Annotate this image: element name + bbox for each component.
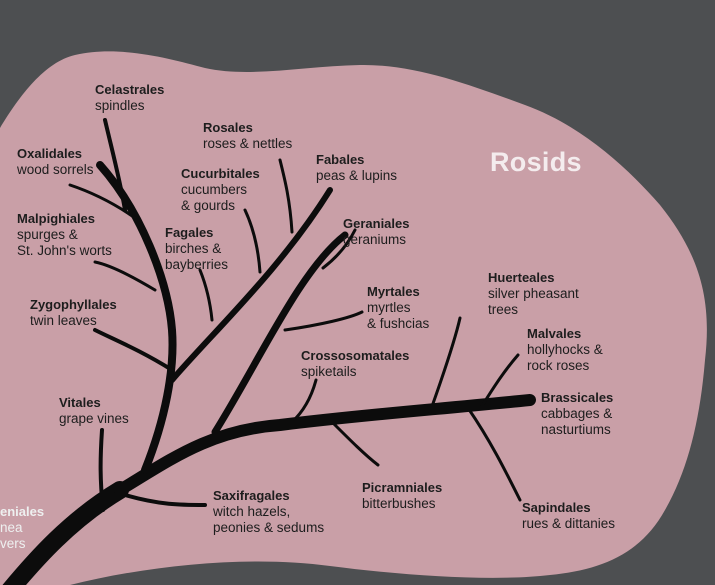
order-label-rosales: Rosales roses & nettles <box>203 120 292 152</box>
order-name: Brassicales <box>541 390 614 405</box>
order-name: Saxifragales <box>213 488 290 503</box>
order-common: cucumbers & gourds <box>181 182 248 213</box>
order-name: Huerteales <box>488 270 555 285</box>
order-common: spurges & St. John's worts <box>17 227 112 258</box>
sapindales-branch <box>466 406 522 502</box>
order-name: Zygophyllales <box>30 297 117 312</box>
order-common: spiketails <box>301 364 357 379</box>
order-name: Sapindales <box>522 500 591 515</box>
malvales-branch <box>480 353 520 408</box>
order-label-partial-left-edge: eniales nea vers <box>0 504 44 552</box>
order-label-oxalidales: Oxalidales wood sorrels <box>17 146 94 178</box>
order-name: Malpighiales <box>17 211 96 226</box>
order-common: witch hazels, peonies & sedums <box>213 504 325 535</box>
celastrales-branch <box>103 118 127 212</box>
order-common: grape vines <box>59 411 129 426</box>
order-label-zygophyllales: Zygophyllales twin leaves <box>30 297 117 329</box>
order-common: geraniums <box>343 232 407 247</box>
order-common: myrtles & fushcias <box>367 300 430 331</box>
order-name: Cucurbitales <box>181 166 260 181</box>
picramniales-branch <box>330 420 380 467</box>
order-common: hollyhocks & rock roses <box>527 342 603 373</box>
order-label-cucurbitales: Cucurbitales cucumbers & gourds <box>181 166 260 214</box>
geraniales-branch <box>321 228 357 270</box>
order-label-crossosomatales: Crossosomatales spiketails <box>301 348 409 380</box>
fagales-branch <box>198 268 214 322</box>
order-common: nea vers <box>0 520 26 551</box>
order-name: eniales <box>0 504 45 519</box>
order-label-brassicales: Brassicales cabbages & nasturtiums <box>541 390 613 438</box>
order-name: Rosales <box>203 120 253 135</box>
order-label-malpighiales: Malpighiales spurges & St. John's worts <box>17 211 112 259</box>
crossosomatales-branch <box>290 378 318 424</box>
rosid-stem-branch <box>96 161 177 474</box>
order-common: spindles <box>95 98 145 113</box>
order-name: Crossosomatales <box>301 348 410 363</box>
order-name: Oxalidales <box>17 146 83 161</box>
order-label-celastrales: Celastrales spindles <box>95 82 164 114</box>
order-name: Fagales <box>165 225 214 240</box>
order-name: Myrtales <box>367 284 420 299</box>
order-common: twin leaves <box>30 313 97 328</box>
order-common: wood sorrels <box>17 162 94 177</box>
order-common: rues & dittanies <box>522 516 616 531</box>
order-common: peas & lupins <box>316 168 398 183</box>
order-name: Malvales <box>527 326 582 341</box>
zygophyllales-branch <box>93 328 174 372</box>
order-label-huerteales: Huerteales silver pheasant trees <box>488 270 579 318</box>
order-name: Fabales <box>316 152 365 167</box>
saxifragales-branch <box>123 493 207 507</box>
huerteales-branch <box>428 316 462 414</box>
order-label-picramniales: Picramniales bitterbushes <box>362 480 442 512</box>
order-label-sapindales: Sapindales rues & dittanies <box>522 500 615 532</box>
myrtales-branch <box>283 310 364 332</box>
vitales-branch <box>98 428 105 512</box>
order-name: Picramniales <box>362 480 443 495</box>
malpighiales-branch <box>93 260 157 292</box>
order-label-geraniales: Geraniales geraniums <box>343 216 410 248</box>
order-label-vitales: Vitales grape vines <box>59 395 129 427</box>
rosales-branch <box>278 158 294 234</box>
order-common: cabbages & nasturtiums <box>541 406 613 437</box>
order-label-myrtales: Myrtales myrtles & fushcias <box>367 284 429 332</box>
order-common: birches & bayberries <box>165 241 229 272</box>
order-label-malvales: Malvales hollyhocks & rock roses <box>527 326 603 374</box>
clade-title: Rosids <box>490 147 582 177</box>
order-name: Geraniales <box>343 216 410 231</box>
fabid-stem-branch <box>169 187 333 383</box>
order-common: bitterbushes <box>362 496 436 511</box>
order-label-fabales: Fabales peas & lupins <box>316 152 397 184</box>
order-label-fagales: Fagales birches & bayberries <box>165 225 228 273</box>
order-common: roses & nettles <box>203 136 293 151</box>
cucurbitales-branch <box>243 208 262 274</box>
main-spine-branch <box>114 394 536 496</box>
order-common: silver pheasant trees <box>488 286 579 317</box>
oxalidales-branch <box>68 183 140 222</box>
order-name: Vitales <box>59 395 101 410</box>
branches <box>2 118 536 585</box>
malvid-stem-branch <box>211 231 349 436</box>
order-name: Celastrales <box>95 82 165 97</box>
order-label-saxifragales: Saxifragales witch hazels, peonies & sed… <box>213 488 324 536</box>
